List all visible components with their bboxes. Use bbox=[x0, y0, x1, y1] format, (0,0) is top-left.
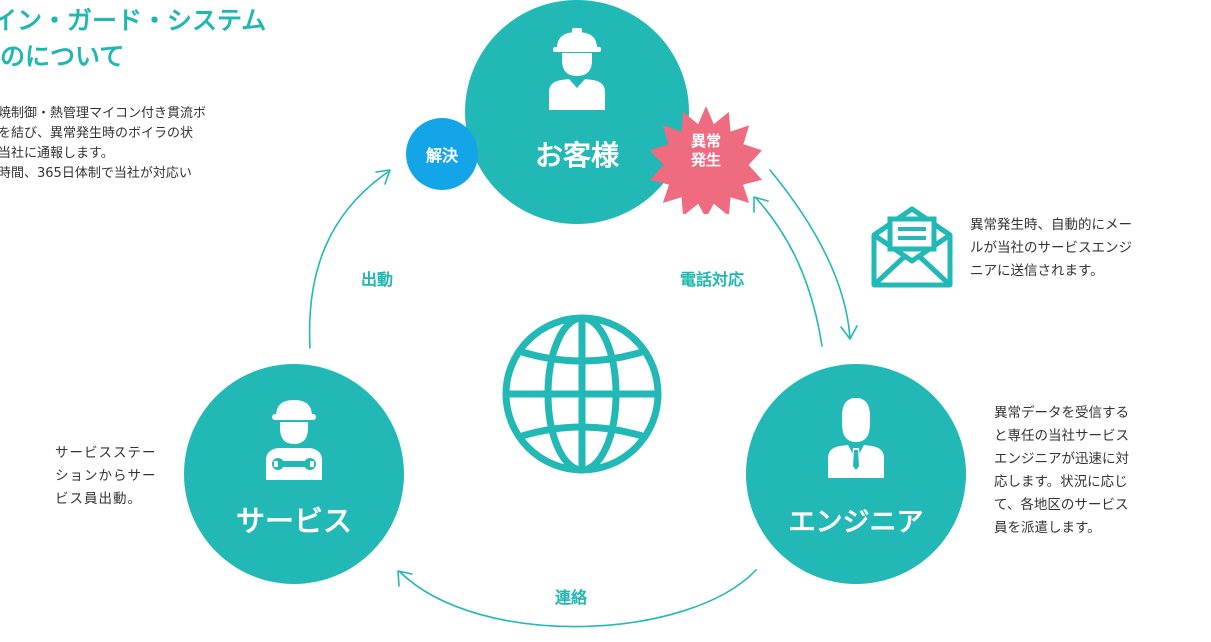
arrow-contact-head bbox=[397, 570, 413, 587]
arrow-phone-out-head bbox=[753, 196, 769, 213]
note-line: 応します。状況に応じ bbox=[994, 474, 1128, 490]
anomaly-badge: 異常 発生 bbox=[650, 102, 762, 218]
intro-text: 焼制御・熱管理マイコン付き貫流ボ を結び、異常発生時のボイラの状 当社に通報しま… bbox=[0, 104, 206, 184]
arrow-phone-out bbox=[755, 197, 823, 347]
arrow-phone-in-head bbox=[840, 325, 858, 340]
engineer-note: 異常データを受信する と専任の当社サービス エンジニアが迅速に対 応します。状況… bbox=[994, 402, 1129, 540]
arrow-dispatch-head bbox=[375, 169, 391, 185]
anomaly-line: 異常 bbox=[690, 132, 721, 150]
dispatch-label: 出動 bbox=[361, 270, 394, 289]
mail-note: 異常発生時、自動的にメー ルが当社のサービスエンジ ニアに送信されます。 bbox=[970, 214, 1132, 283]
note-line: 異常データを受信する bbox=[994, 405, 1129, 421]
intro-line: 時間、365日体制で当社が対応い bbox=[0, 166, 192, 181]
intro-line: を結び、異常発生時のボイラの状 bbox=[0, 126, 194, 141]
contact-label: 連絡 bbox=[555, 588, 588, 607]
engineer-label: エンジニア bbox=[788, 507, 924, 538]
businessman-icon bbox=[828, 398, 884, 478]
intro-line: 当社に通報します。 bbox=[0, 146, 114, 161]
note-line: エンジニアが迅速に対 bbox=[994, 451, 1129, 467]
note-line: ニアに送信されます。 bbox=[970, 263, 1104, 279]
anomaly-text: 異常 発生 bbox=[650, 132, 762, 170]
customer-node: お客様 bbox=[465, 0, 689, 224]
title-line-2: のについて bbox=[0, 42, 125, 71]
phone-label: 電話対応 bbox=[680, 270, 745, 289]
note-line: ビス員出動。 bbox=[55, 491, 142, 507]
note-line: て、各地区のサービス bbox=[994, 497, 1129, 513]
note-line: ルが当社のサービスエンジ bbox=[970, 240, 1132, 256]
title-line-1: イン・ガード・システム bbox=[0, 6, 267, 35]
note-line: ションからサー bbox=[55, 468, 157, 484]
mail-icon bbox=[871, 206, 953, 288]
arrow-contact bbox=[399, 569, 757, 628]
service-label: サービス bbox=[235, 504, 352, 538]
engineer-node: エンジニア bbox=[746, 364, 966, 584]
helmet-person-icon bbox=[549, 28, 605, 110]
starburst-icon bbox=[650, 106, 762, 218]
anomaly-line: 発生 bbox=[690, 151, 721, 169]
mechanic-person-icon bbox=[266, 400, 322, 480]
globe-icon bbox=[502, 314, 662, 474]
customer-label: お客様 bbox=[534, 139, 619, 172]
note-line: サービスステー bbox=[55, 445, 157, 461]
service-note: サービスステー ションからサー ビス員出動。 bbox=[55, 442, 157, 511]
arrow-phone-in bbox=[769, 169, 851, 339]
note-line: と専任の当社サービス bbox=[994, 428, 1129, 444]
resolve-label: 解決 bbox=[425, 146, 458, 165]
arrow-dispatch bbox=[308, 171, 389, 349]
service-node: サービス bbox=[184, 364, 404, 584]
note-line: 異常発生時、自動的にメー bbox=[970, 217, 1132, 233]
intro-line: 焼制御・熱管理マイコン付き貫流ボ bbox=[0, 106, 207, 121]
resolve-badge: 解決 bbox=[406, 118, 478, 190]
note-line: 員を派遣します。 bbox=[994, 520, 1101, 536]
